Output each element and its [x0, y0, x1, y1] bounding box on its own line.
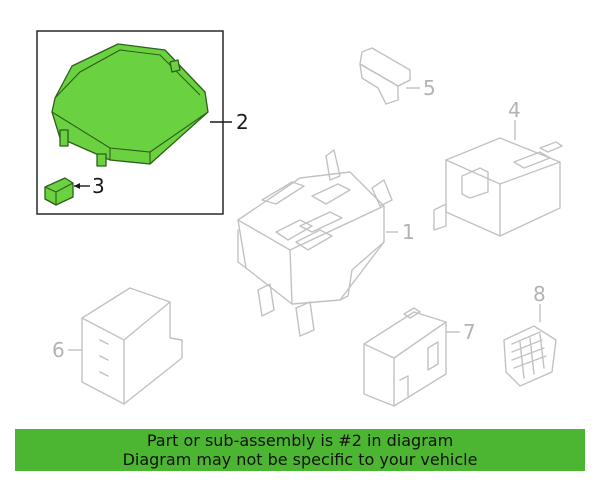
part-8-connector: [503, 325, 557, 387]
callout-2: 2: [236, 110, 249, 134]
part-7-ecu: [363, 307, 447, 407]
callout-7: 7: [463, 320, 476, 344]
banner-line-2: Diagram may not be specific to your vehi…: [122, 450, 478, 469]
info-banner: Part or sub-assembly is #2 in diagram Di…: [15, 429, 585, 471]
part-6-module: [81, 287, 183, 405]
callout-6: 6: [52, 338, 65, 362]
part-4-relay-block: [433, 137, 563, 237]
leader-3-arrowhead: [74, 183, 80, 189]
callout-8: 8: [533, 282, 546, 306]
callout-4: 4: [508, 98, 521, 122]
part-1-fuse-box: [237, 149, 393, 337]
callout-3: 3: [92, 174, 105, 198]
part-5-connector: [359, 47, 411, 105]
parts-diagram: 2 3 5 4: [36, 30, 563, 407]
part-2-cover[interactable]: [51, 43, 209, 167]
banner-line-1: Part or sub-assembly is #2 in diagram: [146, 431, 454, 450]
callout-1: 1: [402, 220, 415, 244]
callout-5: 5: [423, 76, 436, 100]
part-3-clip[interactable]: [44, 177, 74, 206]
